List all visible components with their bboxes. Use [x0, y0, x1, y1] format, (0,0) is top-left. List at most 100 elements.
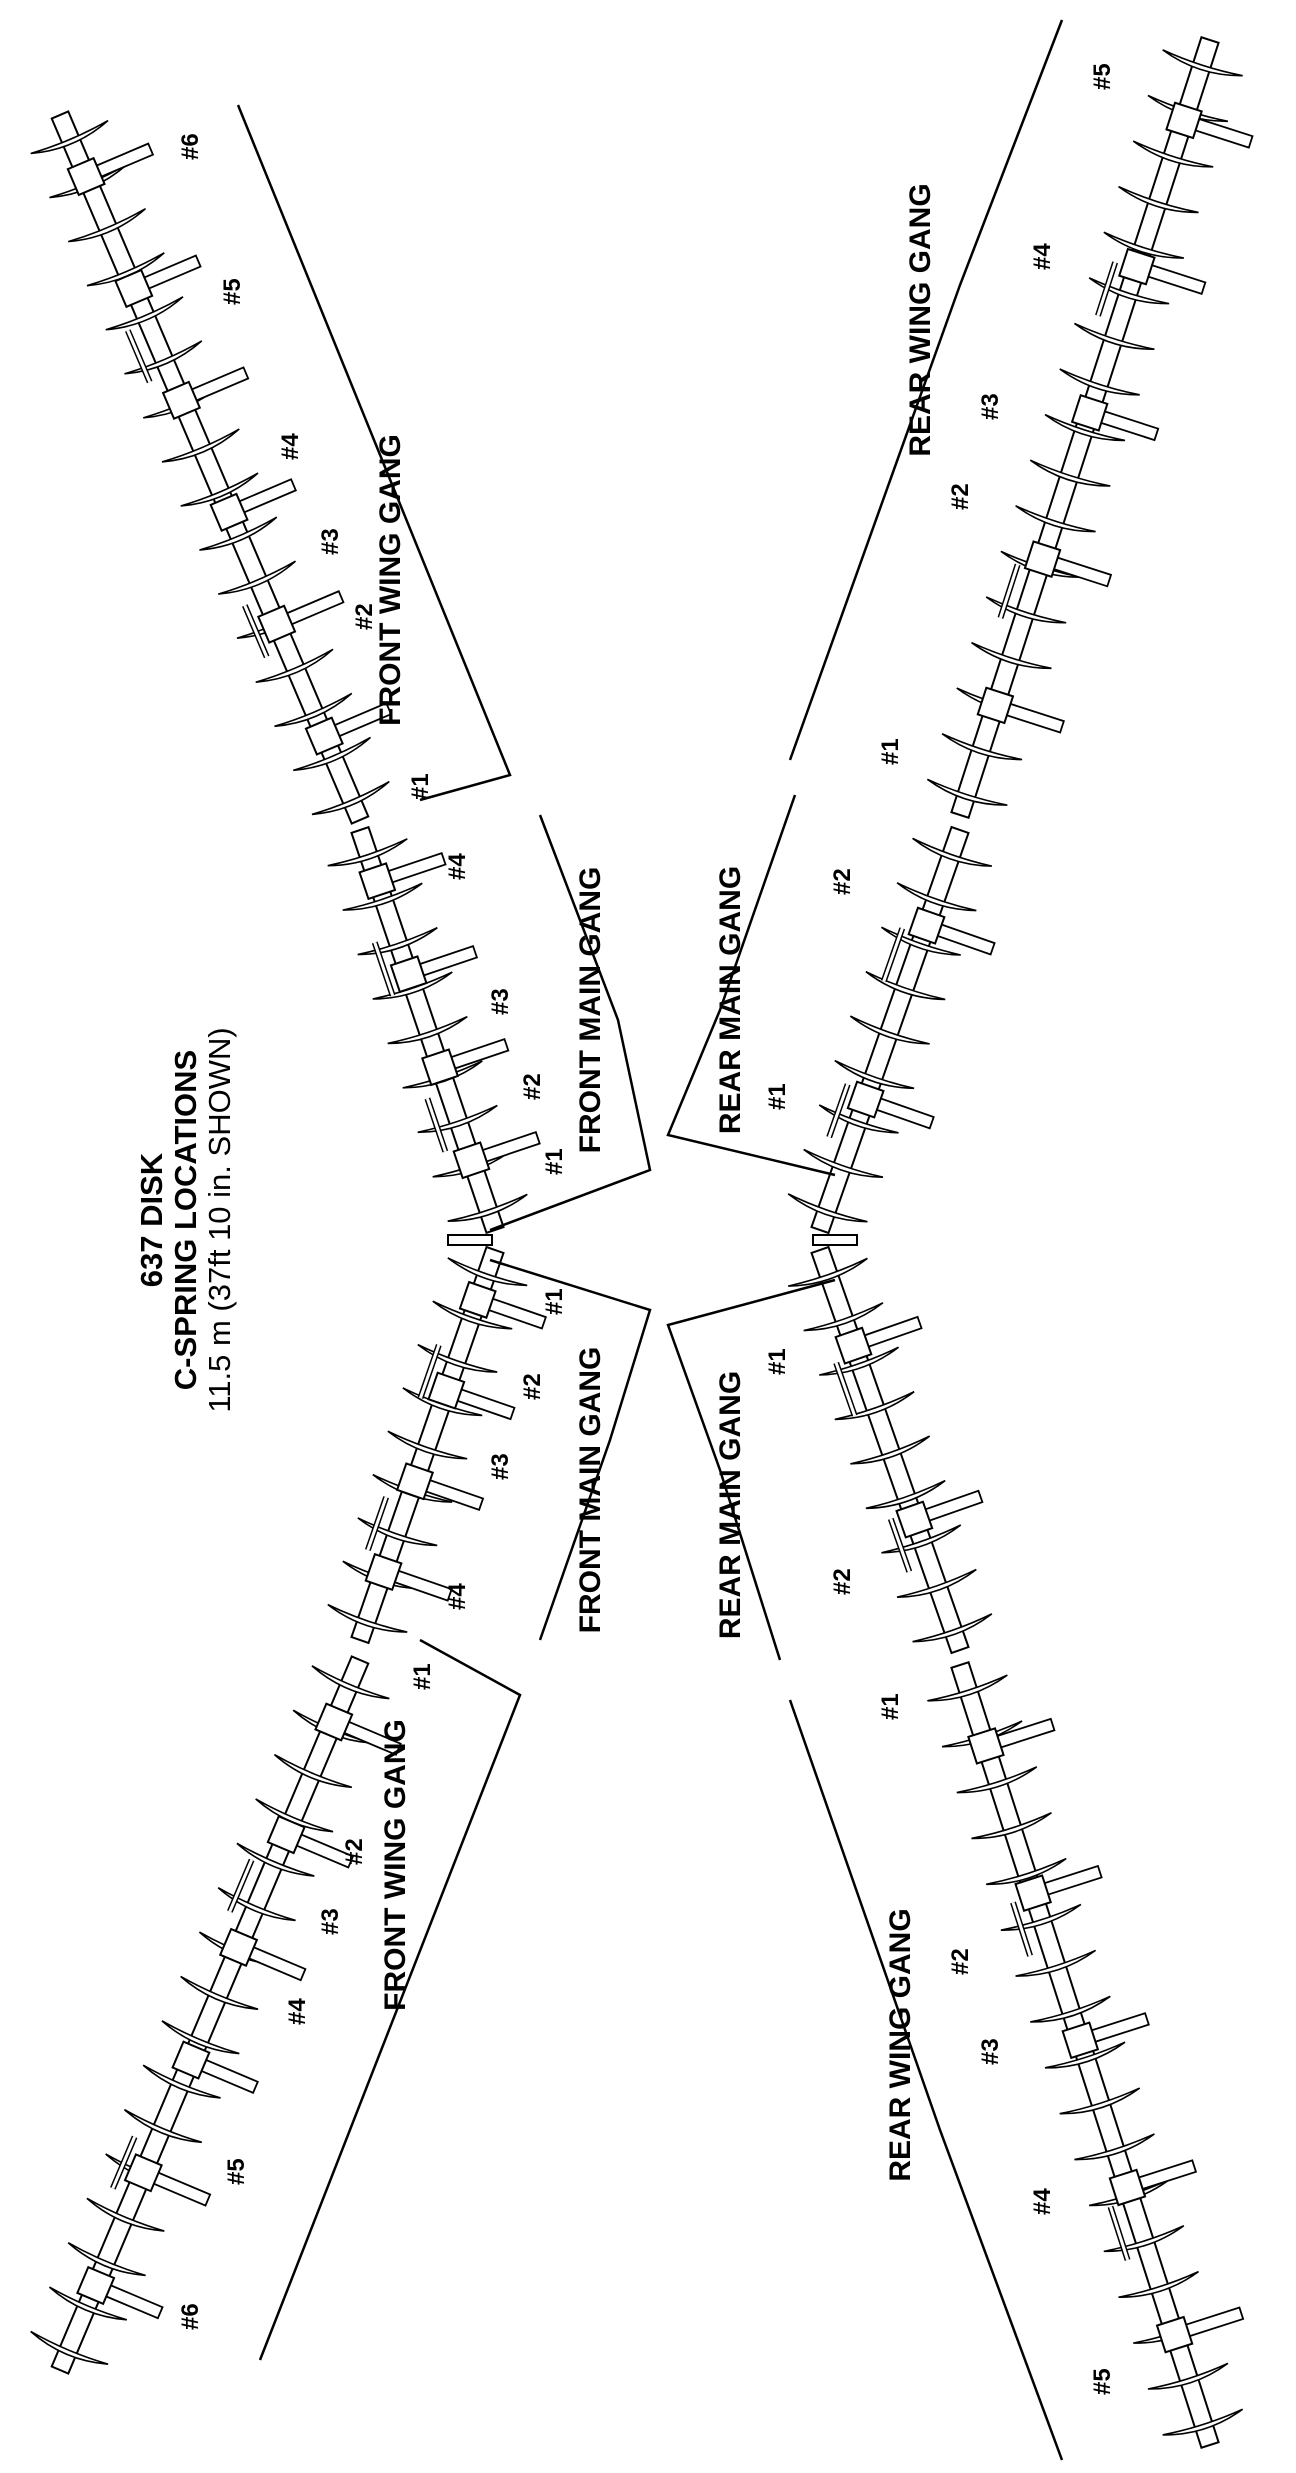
bearing-clamp: [452, 1141, 491, 1180]
bearing-clamp: [1165, 101, 1203, 140]
gang-axles: [30, 35, 1254, 2450]
bearing-clamp: [846, 1080, 885, 1119]
disc-blade: [1015, 1949, 1097, 1977]
title-line-3: 11.5 m (37ft 10 in. SHOWN): [202, 1027, 237, 1412]
spring-number-1: #1: [541, 1148, 568, 1175]
disc-blade: [402, 1060, 483, 1089]
spring-numbers: #6 #5 #4 #3 #2 #1 #4 #3 #2 #1 #1 #2 #3 #…: [177, 63, 1116, 2395]
bracket-rear-main-upper: [666, 794, 836, 1177]
scraper-bracket-inner: [228, 1859, 254, 1913]
disc-blade: [1147, 2362, 1229, 2390]
center-hitch-pin: [812, 1234, 858, 1246]
spring-number-2: #2: [519, 1073, 546, 1100]
bracket-front-main-lower: [489, 1258, 652, 1641]
spring-number-1: #1: [407, 773, 434, 800]
title-line-1: 637 DISK: [134, 1152, 169, 1287]
spring-number-4: #4: [284, 1998, 311, 2025]
bearing-clamp: [266, 1815, 306, 1855]
label-rear-wing-gang-upper: REAR WING GANG: [904, 183, 937, 456]
disc-blade: [1074, 2133, 1155, 2161]
disc-blade: [941, 1720, 1023, 1748]
disc-blade: [402, 1387, 483, 1417]
disc-blade: [818, 1104, 899, 1134]
axle-tube: [350, 1245, 505, 1645]
spring-number-4: #4: [444, 853, 471, 880]
spring-number-5: #5: [1089, 63, 1116, 90]
scraper-bracket-inner: [834, 1362, 857, 1417]
disc-blade: [48, 2286, 128, 2321]
disc-blade: [986, 1857, 1067, 1886]
disc-blade: [912, 1613, 993, 1643]
disc-blade: [834, 1059, 915, 1090]
bracket-rear-wing-upper: [788, 19, 1064, 761]
disc-blade: [1029, 459, 1111, 487]
disc-blade: [1015, 505, 1096, 533]
disc-blade: [123, 2108, 203, 2144]
bearing-clamp: [256, 604, 297, 644]
bearing-clamp: [1118, 247, 1156, 286]
disc-blade: [342, 882, 423, 911]
axle-tube: [50, 1655, 370, 2375]
disc-blade: [447, 1257, 528, 1287]
spring-number-4: #4: [444, 1583, 471, 1610]
bearing-clamp: [395, 1462, 435, 1501]
bearing-clamp: [421, 1048, 460, 1087]
disc-blade: [956, 1766, 1038, 1794]
bearing-clamp: [967, 1727, 1005, 1765]
gang-brackets: [236, 19, 1064, 2461]
spring-number-4: #4: [1029, 2188, 1056, 2215]
disc-blade: [311, 780, 390, 816]
spring-number-2: #2: [351, 603, 378, 630]
bearing-clamp: [976, 686, 1015, 725]
bearing-clamp: [895, 1500, 934, 1539]
disc-blade: [217, 1887, 296, 1922]
disc-blade: [30, 119, 109, 155]
disc-blade: [1073, 322, 1155, 351]
bracket-front-wing-upper: [236, 104, 512, 802]
spring-number-2: #2: [829, 868, 856, 895]
disc-blade: [417, 1104, 498, 1134]
disc-blade: [971, 641, 1052, 670]
disc-blade: [985, 596, 1067, 624]
disc-blade: [387, 1430, 468, 1460]
disc-blade: [372, 1473, 453, 1503]
disc-blade: [1162, 49, 1243, 77]
disc-blade: [180, 1975, 259, 2010]
disc-blade: [803, 1302, 884, 1332]
bracket-front-wing-lower: [258, 1638, 522, 2361]
disc-blade: [787, 1193, 868, 1223]
disc-blade: [881, 1524, 962, 1554]
scraper-bracket-inner: [111, 2136, 137, 2190]
disc-blade: [142, 2064, 221, 2099]
gang-labels: FRONT WING GANG FRONT MAIN GANG FRONT MA…: [374, 183, 937, 2181]
scraper-bracket-inner: [243, 604, 269, 658]
bearing-clamp: [76, 2265, 116, 2306]
disc-blade: [357, 926, 438, 956]
scraper-bracket-inner: [889, 1518, 911, 1573]
scraper-bracket-inner: [1096, 261, 1117, 317]
bearing-clamp: [1061, 2021, 1100, 2060]
bearing-clamp: [907, 906, 946, 945]
disc-blade: [372, 971, 453, 1000]
center-hitch-pin: [447, 1234, 493, 1246]
spring-number-3: #3: [487, 1453, 514, 1480]
disc-blade: [105, 296, 184, 331]
disc-blade: [327, 1603, 408, 1633]
bearing-clamp: [171, 2040, 211, 2080]
disc-blade: [941, 732, 1023, 761]
spring-number-1: #1: [764, 1083, 791, 1110]
disc-blade: [896, 1568, 977, 1599]
spring-number-4: #4: [277, 433, 304, 460]
bearing-clamp: [1155, 2315, 1194, 2354]
label-front-main-gang-lower: FRONT MAIN GANG: [574, 1347, 607, 1634]
spring-number-2: #2: [341, 1838, 368, 1865]
label-rear-main-gang-upper: REAR MAIN GANG: [714, 866, 747, 1134]
disc-blade: [273, 1753, 353, 1789]
scraper-bracket-inner: [1011, 1901, 1032, 1957]
label-front-wing-gang-upper: FRONT WING GANG: [374, 434, 407, 726]
disc-blade: [787, 1257, 868, 1287]
spring-number-1: #1: [764, 1348, 791, 1375]
bearing-clamp: [1023, 540, 1062, 578]
bracket-rear-main-lower: [666, 1278, 836, 1661]
axle-tube: [50, 110, 370, 825]
